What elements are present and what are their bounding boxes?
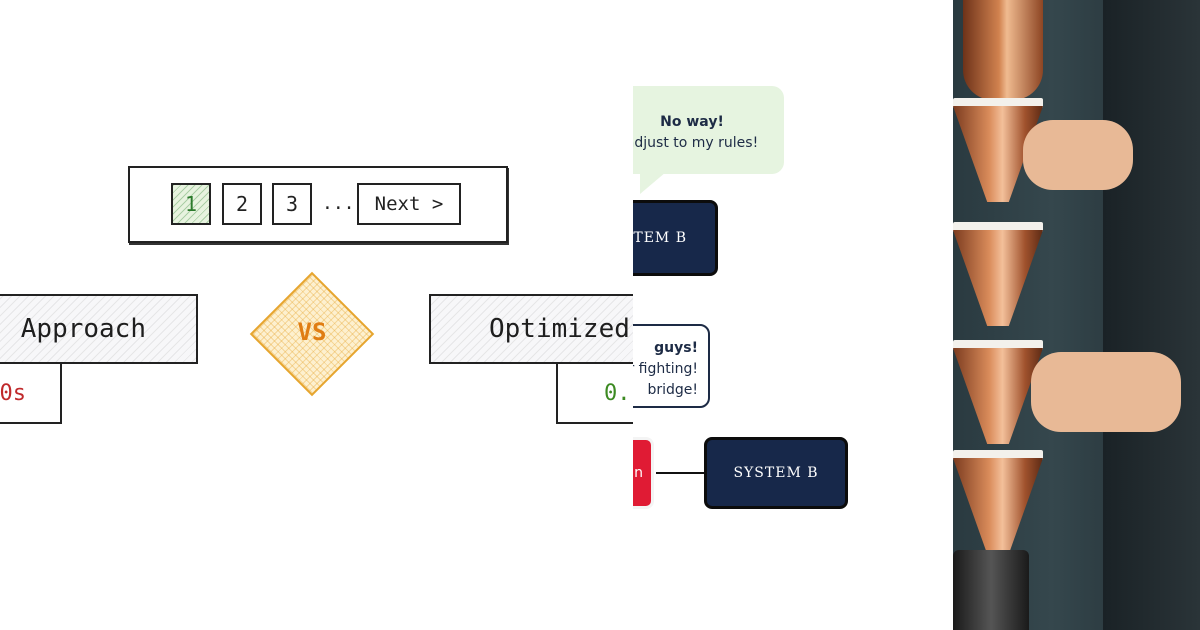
glass-server <box>953 550 1029 630</box>
bubble-top-text: adjust to my rules! <box>633 135 759 151</box>
page-ellipsis: ... <box>322 193 355 214</box>
bubble-mid-title: guys! <box>654 340 698 356</box>
approach-metric-box: 0s <box>0 362 62 424</box>
coffee-dripper-photo <box>953 0 1200 630</box>
hand <box>1031 352 1181 432</box>
system-b-top-label: TEM B <box>633 230 687 246</box>
system-b-node-bottom: SYSTEM B <box>704 437 848 509</box>
photo-person <box>1103 0 1200 630</box>
paper-filter <box>953 222 1043 232</box>
approach-metric: 0s <box>0 380 26 406</box>
page-button-2[interactable]: 2 <box>222 183 262 225</box>
paper-filter <box>953 98 1043 108</box>
system-b-bottom-label: SYSTEM B <box>733 465 819 481</box>
speech-bubble-tail <box>640 172 666 194</box>
paper-filter <box>953 340 1043 350</box>
system-b-node-top: TEM B <box>633 200 718 276</box>
sketch-diagram-panel: 1 2 3 ... Next > Approach 0s VS Optimize… <box>0 166 633 424</box>
speech-bubble-middle: guys! r fighting! bridge! <box>633 324 710 408</box>
approach-box: Approach <box>0 294 198 364</box>
approach-label: Approach <box>20 314 146 344</box>
system-diagram-panel: No way! adjust to my rules! TEM B guys! … <box>633 0 953 630</box>
system-a-node: n <box>633 437 654 509</box>
bubble-top-title: No way! <box>660 114 724 130</box>
page-button-1[interactable]: 1 <box>171 183 211 225</box>
speech-bubble-top: No way! adjust to my rules! <box>633 86 784 174</box>
copper-kettle <box>963 0 1043 100</box>
connector-line <box>656 472 704 474</box>
next-page-button[interactable]: Next > <box>357 183 461 225</box>
paper-filter <box>953 450 1043 460</box>
optimized-metric: 0. <box>604 380 631 406</box>
optimized-label: Optimized <box>489 314 630 344</box>
system-a-label: n <box>634 465 643 481</box>
hand <box>1023 120 1133 190</box>
bubble-mid-line1: r fighting! <box>633 361 698 377</box>
bubble-mid-line2: bridge! <box>647 382 698 398</box>
optimized-box: Optimized <box>429 294 633 364</box>
vs-label: VS <box>297 318 327 346</box>
page-button-3[interactable]: 3 <box>272 183 312 225</box>
optimized-metric-box: 0. <box>556 362 633 424</box>
